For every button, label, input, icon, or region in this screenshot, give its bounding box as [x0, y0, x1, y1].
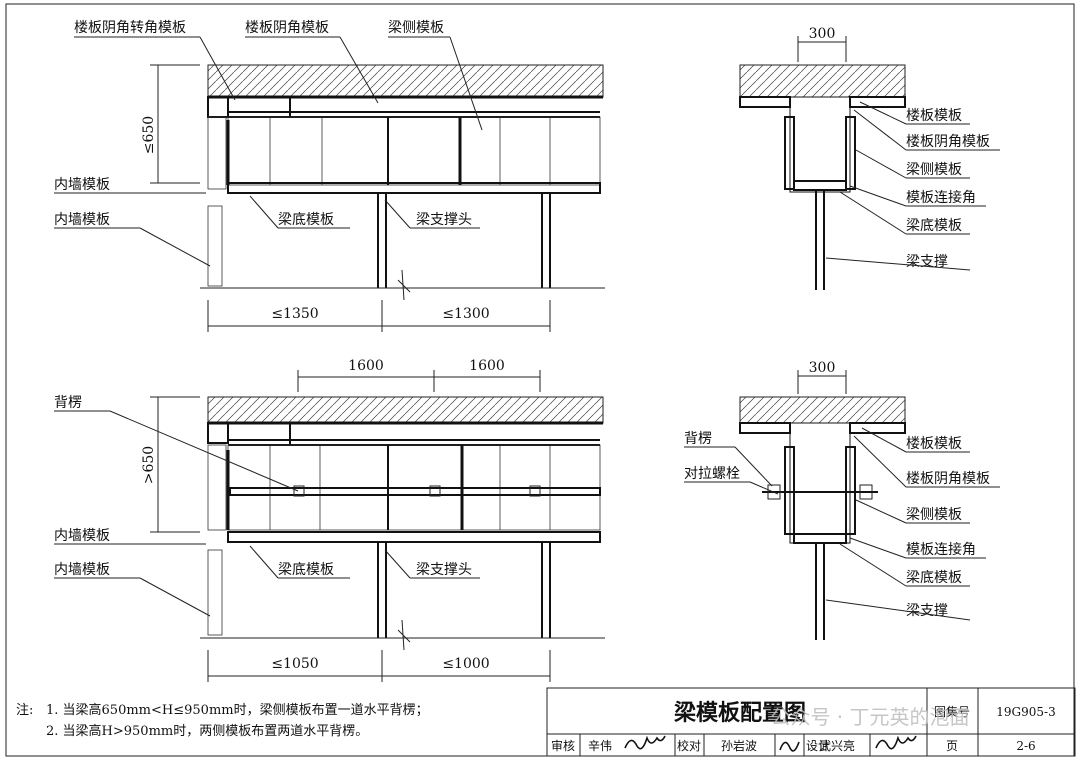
review-label: 审核 — [551, 738, 575, 753]
title-block — [546, 687, 1076, 757]
label-support-head-b: 梁支撑头 — [416, 562, 472, 578]
dim-span2-top: ≤1300 — [442, 306, 489, 322]
label-slab-form-b: 楼板模板 — [906, 436, 962, 452]
watermark: 公众号 · 丁元英的泡面 — [770, 705, 969, 729]
label-inner-wall-1: 内墙模板 — [54, 177, 110, 193]
label-beam-prop-b: 梁支撑 — [906, 603, 948, 619]
designer-signature — [875, 735, 917, 750]
section-bottom-labels: 背楞 对拉螺栓 楼板模板 楼板阴角模板 梁侧模板 模板连接角 梁底模板 梁支撑 — [684, 427, 1000, 621]
section-view-bottom — [739, 396, 906, 640]
note-2: 2. 当梁高H>950mm时，两侧模板布置两道水平背楞。 — [46, 723, 368, 739]
drawing-title: 梁模板配置图 — [673, 701, 806, 726]
page-label: 页 — [946, 739, 958, 753]
dim-height-bottom: >650 — [141, 446, 157, 484]
slab-section-b — [739, 396, 906, 424]
label-back-rib-r: 背楞 — [684, 431, 712, 447]
elevation-view-top — [200, 64, 605, 301]
label-inner-corner-form: 楼板阴角模板 — [245, 20, 329, 36]
label-beam-side-form: 梁侧模板 — [388, 20, 444, 36]
label-connect-angle: 模板连接角 — [906, 189, 976, 206]
slab-section — [739, 64, 906, 98]
dim-top1: 1600 — [348, 358, 384, 374]
sheet-frame — [5, 3, 1075, 757]
section-view-top — [739, 64, 906, 290]
elevation-view-bottom — [200, 396, 605, 651]
atlas-no: 19G905-3 — [996, 705, 1055, 719]
dim-width-bottom: 300 — [809, 360, 836, 376]
reviewer-name: 辛伟 — [588, 739, 612, 753]
label-beam-bottom: 梁底模板 — [278, 212, 334, 228]
label-inner-wall-b1: 内墙模板 — [54, 528, 110, 544]
label-support-head: 梁支撑头 — [416, 212, 472, 228]
label-beam-side-b: 梁侧模板 — [906, 507, 962, 523]
label-beam-side: 梁侧模板 — [906, 162, 962, 178]
label-slab-inner-corner: 楼板阴角模板 — [906, 134, 990, 150]
label-beam-bottom-r: 梁底模板 — [906, 218, 962, 234]
atlas-label: 图集号 — [934, 704, 970, 719]
label-back-rib: 背楞 — [54, 395, 82, 411]
note-1: 1. 当梁高650mm<H≤950mm时，梁侧模板布置一道水平背楞； — [46, 702, 429, 718]
checker-name: 孙岩波 — [721, 738, 757, 753]
section-top-labels: 楼板模板 楼板阴角模板 梁侧模板 模板连接角 梁底模板 梁支撑 — [825, 101, 1000, 271]
designer-name: 武兴亮 — [819, 738, 855, 753]
notes-prefix: 注: — [16, 703, 33, 718]
dim-width-top: 300 — [809, 26, 836, 42]
label-corner-form: 楼板阴角转角模板 — [74, 20, 186, 36]
label-slab-form: 楼板模板 — [906, 108, 962, 124]
reviewer-signature — [624, 735, 666, 750]
label-slab-inner-corner-b: 楼板阴角模板 — [906, 471, 990, 487]
label-beam-bottom-rb: 梁底模板 — [906, 570, 962, 586]
label-inner-wall-2: 内墙模板 — [54, 212, 110, 228]
slab-concrete — [207, 64, 604, 98]
page-no: 2-6 — [1016, 739, 1035, 753]
label-inner-wall-b2: 内墙模板 — [54, 562, 110, 578]
label-connect-angle-b: 模板连接角 — [906, 541, 976, 558]
design-label: 设计 — [806, 739, 830, 753]
label-tie-bolt: 对拉螺栓 — [684, 466, 740, 482]
dim-span1-top: ≤1350 — [271, 306, 318, 322]
dim-span1-bottom: ≤1050 — [271, 656, 318, 672]
slab-concrete-b — [207, 396, 604, 424]
dim-height-top: ≤650 — [141, 116, 157, 154]
dim-top2: 1600 — [469, 358, 505, 374]
checker-signature — [779, 741, 800, 752]
check-label: 校对 — [677, 738, 701, 753]
label-beam-bottom-b: 梁底模板 — [278, 562, 334, 578]
dim-span2-bottom: ≤1000 — [442, 656, 489, 672]
